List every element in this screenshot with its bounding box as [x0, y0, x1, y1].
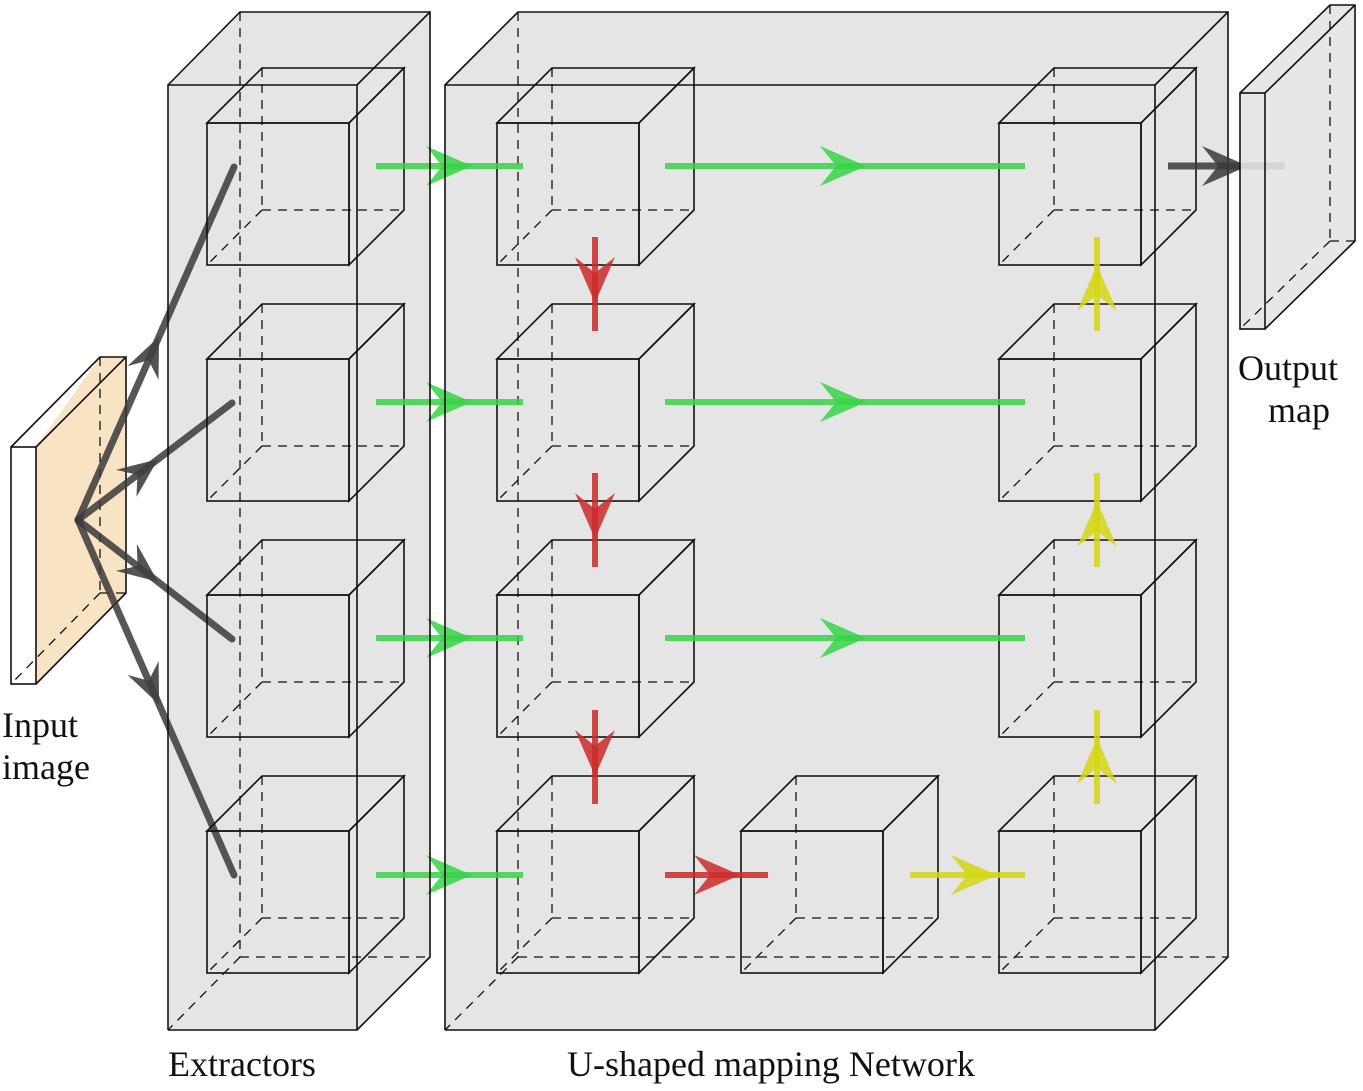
decoder-cube-3: [997, 538, 1198, 739]
upsample-arrow-2: [1077, 473, 1117, 567]
extractor-cube-1: [205, 66, 406, 267]
cubes: [205, 66, 1198, 975]
bottleneck-in-arrow: [665, 855, 768, 895]
bottleneck-cube: [739, 774, 940, 975]
encoder-cube-1: [495, 66, 696, 267]
downsample-arrow-2: [575, 473, 615, 567]
input-image-label-line1: Input: [2, 705, 78, 745]
input-to-extractor-arrow-4: [74, 516, 238, 879]
extractor-to-encoder-arrow-3: [376, 618, 523, 658]
mapping-network-label: U-shaped mapping Network: [567, 1044, 975, 1084]
extractor-cube-2: [205, 302, 406, 503]
encoder-cube-4: [495, 774, 696, 975]
skip-connection-arrow-3: [665, 618, 1025, 658]
extractor-cube-3: [205, 538, 406, 739]
input-image-slab: [10, 356, 127, 685]
downsample-arrow-3: [575, 710, 615, 804]
skip-connection-arrow-1: [665, 146, 1025, 186]
extractor-cube-4: [205, 774, 406, 975]
decoder-cube-4: [997, 774, 1198, 975]
output-map-slab: [1239, 4, 1356, 330]
upsample-arrow-1: [1077, 710, 1117, 804]
extractors-label: Extractors: [168, 1044, 316, 1084]
arrows: [376, 146, 1117, 895]
input-to-extractor-arrow-1: [74, 163, 238, 524]
extractors-container-edges: [167, 11, 431, 1031]
encoder-cube-2: [495, 302, 696, 503]
extractor-to-encoder-arrow-2: [376, 382, 523, 422]
downsample-arrow-1: [575, 237, 615, 331]
skip-connection-arrow-2: [665, 382, 1025, 422]
encoder-cube-3: [495, 538, 696, 739]
upsample-arrow-3: [1077, 237, 1117, 331]
output-map-label-line1: Output: [1238, 348, 1338, 388]
extractor-to-encoder-arrow-1: [376, 146, 523, 186]
decoder-cube-2: [997, 302, 1198, 503]
extractor-to-encoder-arrow-4: [376, 855, 523, 895]
decoder-cube-1: [997, 66, 1198, 267]
input-image-label-line2: image: [2, 747, 90, 787]
bottleneck-out-arrow: [910, 855, 1025, 895]
output-map-label-line2: map: [1268, 390, 1330, 430]
mapping-container-edges: [444, 11, 1229, 1031]
